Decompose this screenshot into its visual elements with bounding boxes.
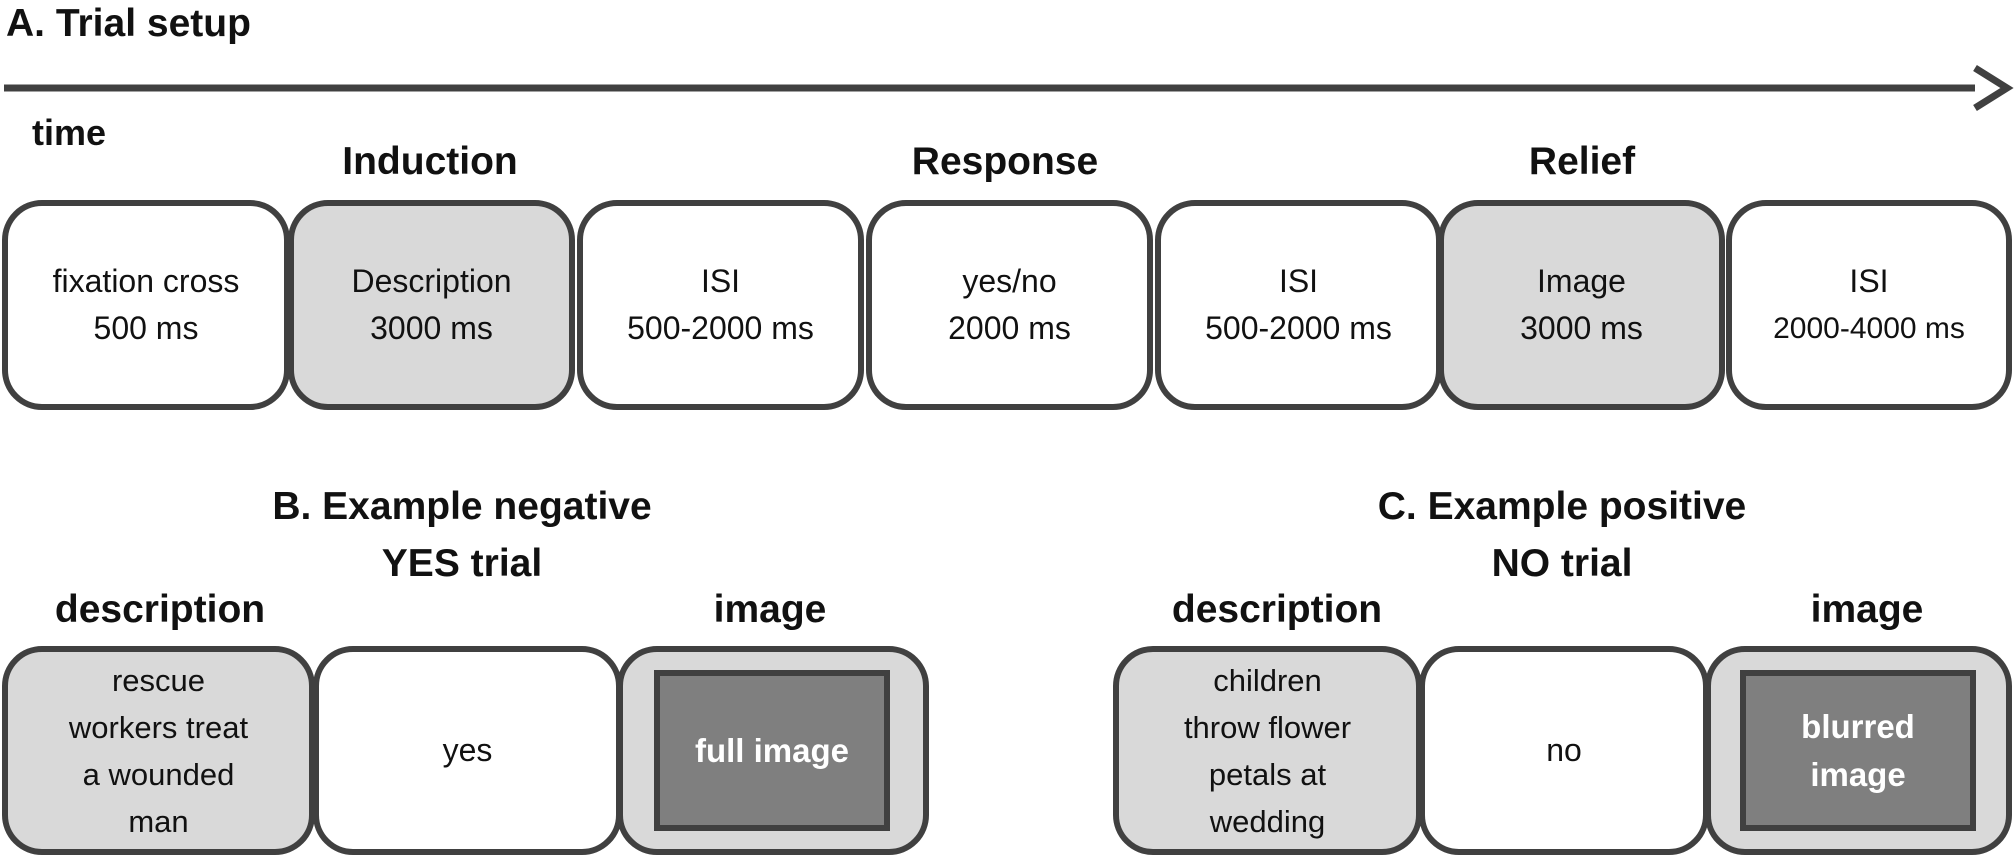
panel-c-blurred-image: blurred image — [1740, 670, 1976, 831]
step-text-line2: 500-2000 ms — [1205, 310, 1392, 346]
step-text-line2: 3000 ms — [370, 310, 493, 346]
step-image: Image 3000 ms — [1438, 200, 1725, 410]
panel-b-description-box: rescue workers treat a wounded man — [2, 646, 315, 855]
panel-c-description-box: children throw flower petals at wedding — [1113, 646, 1422, 855]
phase-label-induction: Induction — [342, 140, 518, 183]
time-label: time — [32, 112, 107, 153]
panel-c-title-line2: NO trial — [1491, 542, 1633, 585]
phase-label-relief: Relief — [1528, 140, 1636, 183]
step-text-line1: ISI — [1849, 263, 1889, 299]
panel-c-title-line1: C. Example positive — [1377, 485, 1747, 528]
step-text-line2: 3000 ms — [1520, 310, 1643, 346]
response-text: no — [1546, 732, 1582, 768]
step-text-line1: ISI — [1278, 263, 1319, 299]
step-text-line1: ISI — [700, 263, 741, 299]
phase-label-response: Response — [911, 140, 1099, 183]
description-line: a wounded — [82, 756, 235, 792]
panel-c-response-box: no — [1419, 646, 1709, 855]
panel-c-description-label: description — [1171, 588, 1383, 631]
panel-b-title-line1: B. Example negative — [272, 485, 652, 528]
description-line: children — [1213, 662, 1322, 698]
description-line: wedding — [1209, 803, 1326, 839]
step-isi-2: ISI 500-2000 ms — [1155, 200, 1442, 410]
time-arrow — [4, 65, 2014, 111]
step-yes-no: yes/no 2000 ms — [866, 200, 1153, 410]
panel-b-response-box: yes — [313, 646, 622, 855]
step-text-line1: Image — [1537, 263, 1626, 299]
step-fixation-cross: fixation cross 500 ms — [2, 200, 290, 410]
step-text-line1: yes/no — [962, 263, 1057, 299]
description-line: throw flower — [1183, 709, 1352, 745]
image-text: blurred — [1801, 707, 1915, 745]
response-text: yes — [442, 732, 493, 768]
step-isi-3: ISI 2000-4000 ms — [1726, 200, 2012, 410]
step-text-line1: Description — [351, 263, 512, 299]
description-line: man — [128, 803, 189, 839]
description-line: petals at — [1208, 756, 1327, 792]
image-text: image — [1810, 755, 1906, 793]
panel-b-title-line2: YES trial — [381, 542, 543, 585]
step-description: Description 3000 ms — [288, 200, 575, 410]
description-line: rescue — [111, 662, 206, 698]
description-line: workers treat — [68, 709, 249, 745]
panel-c-title: C. Example positive NO trial — [1378, 478, 1746, 592]
panel-b-image-label: image — [713, 588, 827, 631]
panel-a-title: A. Trial setup — [6, 2, 251, 45]
step-text-line2: 2000 ms — [948, 310, 1071, 346]
time-arrow-head — [1973, 65, 2014, 111]
step-text-line2: 500 ms — [93, 310, 199, 346]
step-text-line2: 2000-4000 ms — [1773, 312, 1965, 345]
panel-b-full-image: full image — [654, 670, 890, 831]
step-text-line1: fixation cross — [52, 263, 240, 299]
image-text: full image — [694, 731, 850, 769]
step-text-line2: 500-2000 ms — [627, 310, 814, 346]
panel-c-image-label: image — [1810, 588, 1924, 631]
panel-b-title: B. Example negative YES trial — [272, 478, 651, 592]
panel-b-description-label: description — [54, 588, 266, 631]
step-isi-1: ISI 500-2000 ms — [577, 200, 864, 410]
